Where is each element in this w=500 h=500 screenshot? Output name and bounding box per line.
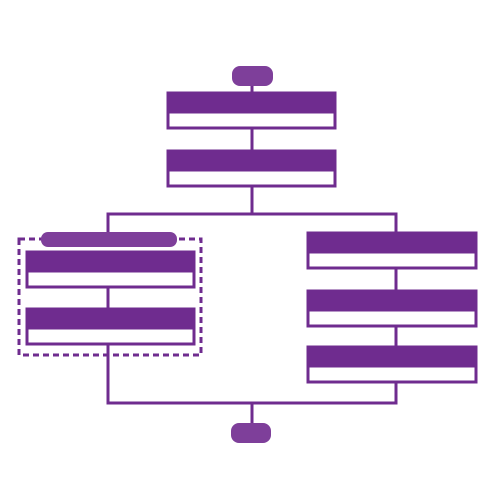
end-terminal: [231, 423, 271, 443]
process-box-right-step-3: [306, 345, 478, 384]
process-box-left-step-2: [25, 307, 196, 346]
left-group-header-pill: [41, 232, 177, 247]
process-box-left-step-1: [25, 250, 196, 289]
process-box-right-step-1: [306, 231, 478, 270]
process-box-step-1: [166, 91, 337, 130]
start-terminal: [232, 66, 273, 86]
process-box-step-2: [166, 149, 337, 188]
process-box-right-step-2: [306, 289, 478, 328]
connectors: [106, 84, 398, 426]
